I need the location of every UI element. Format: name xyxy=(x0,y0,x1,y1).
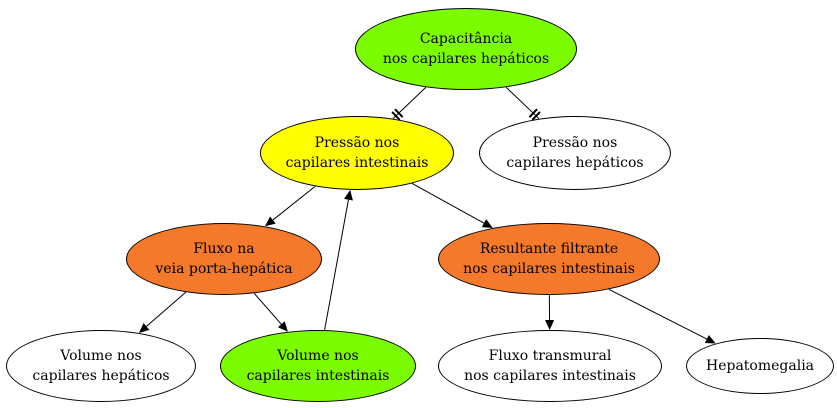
edge-fluxo_porta-to-volume_hep-arrowhead xyxy=(138,323,150,333)
edge-pressao_int-to-resultante xyxy=(411,183,485,224)
node-label: Pressão nos capilares hepáticos xyxy=(506,135,644,171)
node-capacitancia-capilares-hepaticos: Capacitância nos capilares hepáticos xyxy=(355,8,577,90)
node-label: Capacitância nos capilares hepáticos xyxy=(382,31,550,67)
edge-resultante-to-fluxo_transmural-arrowhead xyxy=(545,319,555,331)
node-label: Resultante filtrante nos capilares intes… xyxy=(463,241,635,277)
node-label: Fluxo transmural nos capilares intestina… xyxy=(464,348,636,384)
edge-fluxo_porta-to-volume_int xyxy=(253,292,282,325)
edge-volume_int-to-pressao_int xyxy=(324,199,349,331)
edge-capacitancia_hep-to-pressao_hep xyxy=(505,86,540,120)
edge-pressao_int-to-fluxo_porta xyxy=(272,185,316,221)
edge-volume_int-to-pressao_int-arrowhead xyxy=(344,189,353,201)
node-resultante-filtrante: Resultante filtrante nos capilares intes… xyxy=(438,223,660,295)
node-fluxo-veia-porta-hepatica: Fluxo na veia porta-hepática xyxy=(126,223,322,295)
node-fluxo-transmural: Fluxo transmural nos capilares intestina… xyxy=(438,330,662,402)
node-pressao-capilares-hepaticos: Pressão nos capilares hepáticos xyxy=(479,116,671,190)
edge-resultante-to-hepatomegalia xyxy=(608,288,708,340)
node-label: Pressão nos capilares intestinais xyxy=(285,135,429,171)
node-hepatomegalia: Hepatomegalia xyxy=(686,338,834,394)
edge-capacitancia_hep-to-pressao_hep-tee-bar-2 xyxy=(528,108,538,118)
edge-resultante-to-hepatomegalia-arrowhead xyxy=(704,335,716,344)
edge-capacitancia_hep-to-pressao_int-tee-bar-1 xyxy=(391,111,401,121)
node-label: Volume nos capilares intestinais xyxy=(246,348,390,384)
edge-pressao_int-to-resultante-arrowhead xyxy=(481,219,493,228)
node-volume-capilares-hepaticos: Volume nos capilares hepáticos xyxy=(6,330,196,402)
node-label: Fluxo na veia porta-hepática xyxy=(155,241,293,277)
edge-capacitancia_hep-to-pressao_int-tee-bar-2 xyxy=(394,108,404,118)
edge-fluxo_porta-to-volume_hep xyxy=(146,291,187,327)
node-pressao-capilares-intestinais: Pressão nos capilares intestinais xyxy=(260,116,454,190)
node-label: Volume nos capilares hepáticos xyxy=(32,348,170,384)
edge-capacitancia_hep-to-pressao_int xyxy=(392,86,427,120)
edge-pressao_int-to-fluxo_porta-arrowhead xyxy=(265,216,276,227)
edge-fluxo_porta-to-volume_int-arrowhead xyxy=(277,321,288,332)
node-volume-capilares-intestinais: Volume nos capilares intestinais xyxy=(220,330,416,402)
node-label: Hepatomegalia xyxy=(705,358,815,374)
